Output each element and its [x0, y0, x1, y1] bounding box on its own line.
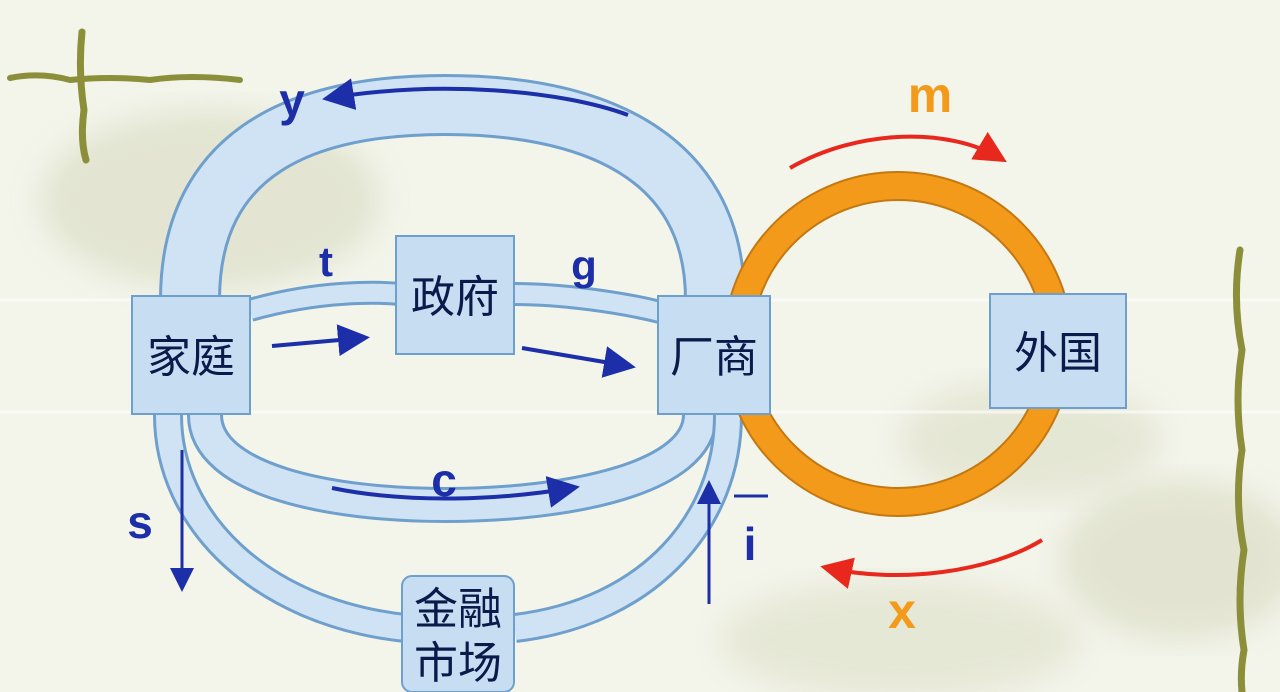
- flow-arrows-blue: [170, 78, 721, 604]
- c-flow-arrow: [331, 476, 580, 508]
- financial-market-pipe: [153, 414, 743, 643]
- household-label: 家庭: [147, 332, 235, 383]
- firm-node: 厂商: [657, 295, 771, 415]
- c-symbol: c: [431, 454, 457, 506]
- foreign-node: 外国: [989, 293, 1127, 409]
- g-symbol: g: [571, 242, 597, 289]
- x-symbol: x: [888, 583, 916, 639]
- t-flow-arrow: [271, 324, 370, 357]
- government-node: 政府: [395, 235, 515, 355]
- g-flow-arrow: [521, 346, 636, 378]
- m-flow-arrow: [789, 131, 1007, 170]
- household-node: 家庭: [131, 295, 251, 415]
- t-symbol: t: [319, 238, 333, 285]
- financial-market-label-line1: 金融: [414, 584, 502, 635]
- firm-label: 厂商: [670, 332, 758, 383]
- foreign-label: 外国: [1014, 328, 1102, 379]
- household-firm-loop: [159, 73, 746, 301]
- y-symbol: y: [279, 74, 305, 126]
- i-symbol: i: [744, 518, 757, 570]
- consumption-pipe: [187, 413, 718, 524]
- m-symbol: m: [908, 67, 952, 123]
- government-label: 政府: [411, 272, 499, 323]
- x-flow-arrow: [820, 538, 1044, 589]
- s-symbol: s: [127, 496, 153, 548]
- flow-arrows-red: [789, 131, 1044, 589]
- financial-market-node: 金融 市场: [401, 575, 515, 692]
- y-flow-arrow: [322, 78, 629, 117]
- financial-market-label-line2: 市场: [414, 638, 502, 689]
- government-pipe: [246, 280, 663, 324]
